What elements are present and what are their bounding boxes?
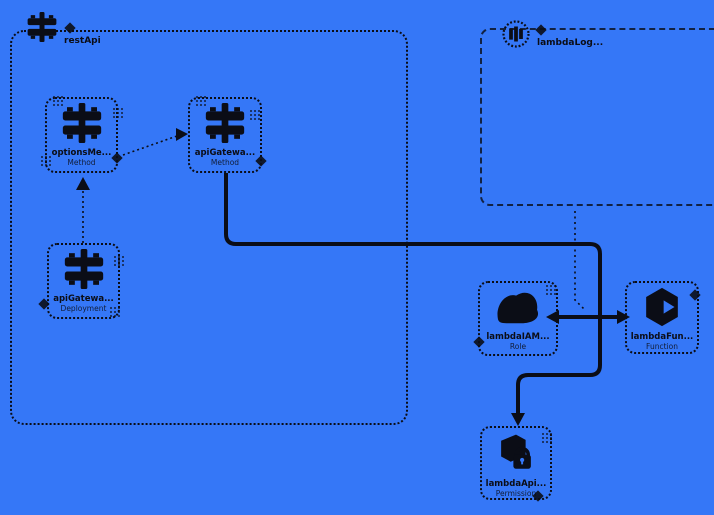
arrowhead-down (511, 413, 525, 426)
dot-grid-decoration (545, 284, 557, 296)
container-lambdalog[interactable] (480, 28, 714, 206)
node-apigateway-method[interactable]: apiGatewa... Method (188, 97, 262, 173)
node-lambda-function[interactable]: lambdaFun... Function (625, 281, 699, 354)
node-subtitle: Function (646, 342, 678, 351)
node-title: lambdaFun... (630, 332, 694, 342)
lambda-permission-lock-icon (495, 432, 537, 478)
restapi-group-label: restApi (64, 36, 101, 46)
node-title: lambdaIAM... (486, 332, 550, 342)
dot-grid-decoration (109, 306, 121, 318)
lambda-function-icon (642, 287, 682, 331)
node-apigateway-deployment[interactable]: apiGatewa... Deployment (47, 243, 120, 319)
node-title: lambdaApi... (485, 479, 547, 489)
dot-grid-decoration (541, 432, 553, 444)
iam-role-icon (493, 287, 543, 331)
dot-grid-decoration (40, 155, 52, 167)
api-gateway-icon (64, 249, 104, 293)
node-title: apiGatewa... (194, 148, 256, 158)
cloudwatch-logs-icon (501, 19, 531, 49)
api-gateway-icon (62, 103, 102, 147)
node-title: optionsMe... (51, 148, 112, 158)
node-subtitle: Deployment (60, 304, 107, 313)
node-subtitle: Method (210, 158, 240, 167)
container-restapi[interactable] (10, 30, 408, 425)
restapi-group-header: restApi (64, 36, 101, 46)
node-subtitle: Role (509, 342, 527, 351)
node-lambda-api-permission[interactable]: lambdaApi... Permission (480, 426, 552, 500)
api-gateway-icon (205, 103, 245, 147)
lambdalog-group-header: lambdaLog... (537, 38, 603, 48)
node-options-method[interactable]: optionsMe... Method (45, 97, 118, 173)
node-subtitle: Method (67, 158, 96, 167)
api-gateway-icon (27, 12, 57, 42)
dot-grid-decoration (52, 95, 64, 107)
node-subtitle: Permission (495, 489, 537, 498)
lambdalog-group-label: lambdaLog... (537, 38, 604, 48)
dot-grid-decoration (249, 109, 261, 121)
node-title: apiGatewa... (53, 294, 114, 304)
dot-grid-decoration (113, 255, 125, 267)
dot-grid-decoration (195, 95, 207, 107)
dot-grid-decoration (112, 107, 124, 119)
